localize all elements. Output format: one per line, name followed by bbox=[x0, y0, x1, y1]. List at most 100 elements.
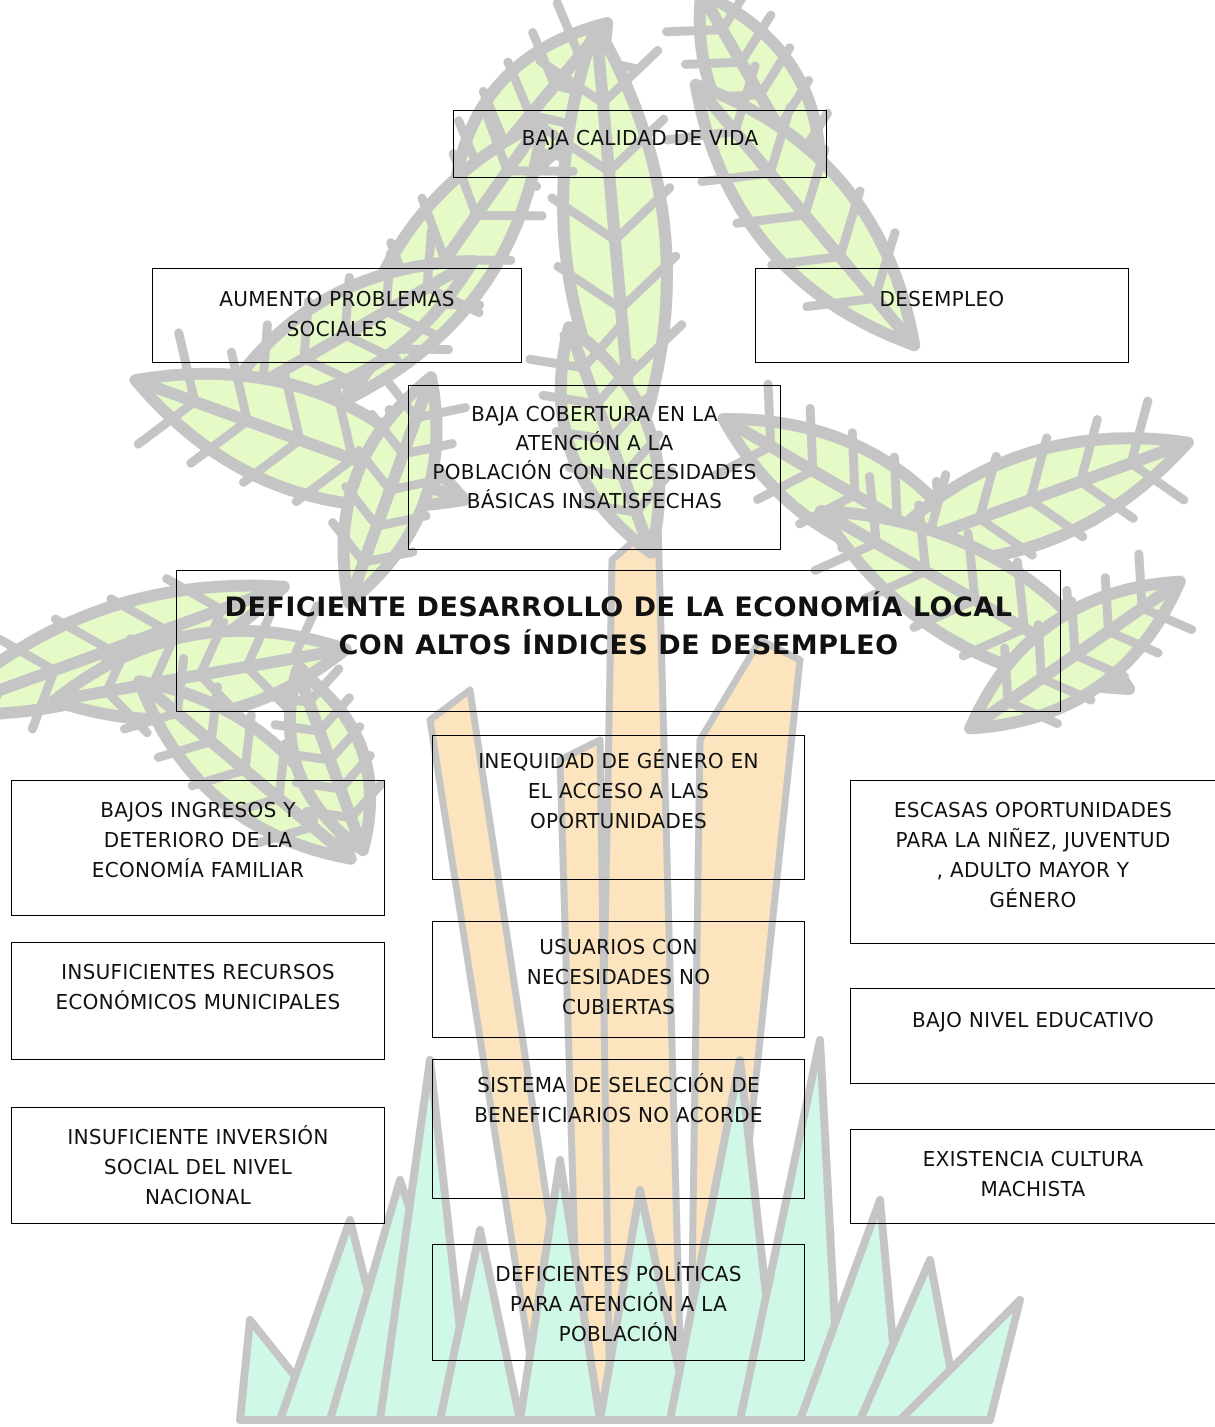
cause-right-2-box: BAJO NIVEL EDUCATIVO bbox=[850, 988, 1215, 1084]
leaf-vein bbox=[478, 87, 510, 149]
cause-right-1-box: ESCASAS OPORTUNIDADES PARA LA NIÑEZ, JUV… bbox=[850, 780, 1215, 944]
effect-middle-text: BAJA COBERTURA EN LA ATENCIÓN A LA POBLA… bbox=[432, 402, 757, 513]
leaf-vein bbox=[1126, 396, 1153, 468]
leaf-vein bbox=[1126, 458, 1189, 505]
leaf-vein bbox=[480, 104, 512, 176]
leaf-vein bbox=[605, 394, 651, 445]
leaf-vein bbox=[260, 691, 314, 707]
leaf-vein bbox=[1076, 415, 1102, 487]
leaf-vein bbox=[1000, 643, 1013, 707]
leaf-vein bbox=[835, 186, 865, 262]
leaf-vein bbox=[422, 283, 484, 318]
leaf-vein bbox=[279, 366, 305, 445]
cause-center-2-text: USUARIOS CON NECESIDADES NO CUBIERTAS bbox=[526, 935, 711, 1019]
leaf-vein bbox=[162, 574, 226, 615]
leaf-vein bbox=[622, 320, 687, 382]
leaf-vein bbox=[763, 379, 776, 451]
leaf-vein bbox=[240, 710, 256, 775]
leaf-vein bbox=[50, 614, 115, 655]
leaf-vein bbox=[860, 567, 931, 604]
leaf-vein bbox=[552, 0, 584, 61]
leaf-vein bbox=[564, 463, 628, 481]
cause-left-2-text: INSUFICIENTES RECURSOS ECONÓMICOS MUNICI… bbox=[55, 960, 341, 1014]
leaf-vein bbox=[291, 777, 346, 794]
leaf-vein bbox=[909, 595, 980, 632]
grass-blade bbox=[896, 1296, 1024, 1424]
grass-blade bbox=[516, 1156, 604, 1424]
cause-right-2-text: BAJO NIVEL EDUCATIVO bbox=[911, 1008, 1155, 1032]
leaf-vein bbox=[354, 446, 395, 495]
leaf-vein bbox=[328, 518, 369, 567]
leaf bbox=[328, 371, 470, 609]
leaf-vein bbox=[206, 682, 222, 747]
leaf-vein bbox=[578, 499, 641, 517]
leaf-vein bbox=[341, 482, 382, 531]
cause-right-3-box: EXISTENCIA CULTURA MACHISTA bbox=[850, 1129, 1215, 1224]
leaf-vein bbox=[551, 426, 615, 445]
leaf-vein bbox=[1067, 596, 1080, 660]
leaf-vein bbox=[381, 249, 395, 316]
leaf-vein bbox=[958, 623, 1029, 661]
effect-left-box: AUMENTO PROBLEMAS SOCIALES bbox=[152, 268, 522, 363]
leaf-vein bbox=[120, 708, 182, 734]
leaf-vein bbox=[547, 193, 620, 245]
leaf-vein bbox=[753, 466, 818, 504]
leaf-vein bbox=[299, 296, 313, 364]
leaf-vein bbox=[172, 654, 189, 718]
grass-blade bbox=[796, 1196, 904, 1424]
leaf-vein bbox=[870, 228, 900, 303]
leaf-vein bbox=[174, 328, 200, 407]
grass-blade bbox=[666, 1056, 784, 1424]
leaf-vein bbox=[398, 439, 457, 459]
leaf-vein bbox=[381, 306, 443, 341]
leaf-vein bbox=[732, 210, 810, 228]
leaf-vein bbox=[1025, 433, 1052, 505]
leaf-vein bbox=[1104, 627, 1163, 658]
leaf-vein bbox=[304, 664, 344, 707]
leaf-vein bbox=[148, 626, 182, 688]
leaf-vein bbox=[133, 397, 200, 449]
leaf-vein bbox=[503, 57, 535, 120]
leaf-vein bbox=[1070, 650, 1129, 681]
cause-center-4-box: DEFICIENTES POLÍTICAS PARA ATENCIÓN A LA… bbox=[432, 1244, 805, 1361]
cause-center-3-box: SISTEMA DE SELECCIÓN DE BENEFICIARIOS NO… bbox=[432, 1059, 805, 1199]
leaf-vein bbox=[963, 529, 980, 605]
leaf-vein bbox=[239, 435, 305, 487]
cause-center-3-text: SISTEMA DE SELECCIÓN DE BENEFICIARIOS NO… bbox=[474, 1073, 763, 1127]
leaf-vein bbox=[502, 166, 578, 176]
leaf bbox=[525, 321, 677, 559]
leaf-vein bbox=[736, 10, 776, 67]
leaf-vein bbox=[541, 124, 614, 176]
leaf-vein bbox=[1134, 549, 1147, 613]
leaf-vein bbox=[226, 347, 252, 426]
leaf-vein bbox=[332, 386, 358, 464]
leaf-vein bbox=[221, 793, 284, 819]
leaf-vein bbox=[765, 103, 795, 178]
leaf-vein bbox=[1036, 673, 1096, 705]
leaf bbox=[260, 663, 386, 857]
leaf-vein bbox=[291, 454, 358, 506]
leaf-vein bbox=[255, 822, 318, 847]
leaf-vein bbox=[864, 472, 881, 548]
leaf-vein bbox=[1033, 620, 1046, 683]
leaf-vein bbox=[767, 252, 845, 270]
leaf-vein bbox=[889, 452, 902, 524]
leaf-vein bbox=[153, 737, 216, 762]
leaf-vein bbox=[974, 451, 1001, 523]
leaf-vein bbox=[102, 634, 136, 696]
leaf-vein bbox=[314, 693, 354, 736]
grass-blade bbox=[596, 1186, 694, 1424]
leaf-vein bbox=[598, 46, 663, 108]
leaf-vein bbox=[618, 430, 664, 481]
leaf-vein bbox=[106, 594, 171, 635]
leaf-vein bbox=[914, 500, 931, 577]
effect-right-text: DESEMPLEO bbox=[879, 287, 1005, 311]
leaf-vein bbox=[359, 547, 418, 567]
leaf-vein bbox=[800, 144, 830, 220]
grass-blade bbox=[736, 1036, 844, 1424]
leaf-vein bbox=[535, 56, 608, 108]
central-problem-box: DEFICIENTE DESARROLLO DE LA ECONOMÍA LOC… bbox=[176, 570, 1061, 712]
leaf-vein bbox=[755, 43, 795, 100]
leaf-vein bbox=[730, 61, 760, 137]
